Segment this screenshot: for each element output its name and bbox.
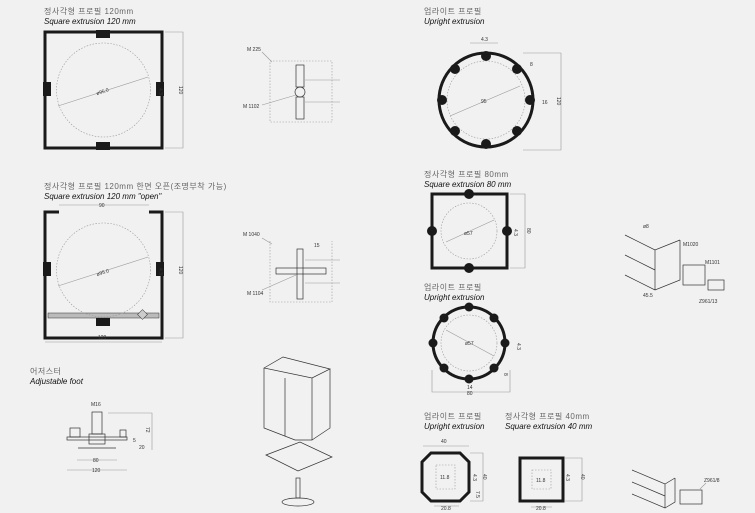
dim-slot: 4.3 (157, 268, 163, 275)
dim-8: 8 (530, 62, 533, 68)
title-ko: 정사각형 프로필 120mm (44, 7, 134, 16)
title-en: Square extrusion 120 mm (44, 17, 136, 26)
title-upright-40: 업라이트 프로필 Upright extrusion (424, 412, 484, 432)
title-ko: 업라이트 프로필 (424, 283, 482, 292)
dim-slot: 4.3 (157, 88, 163, 95)
dim-diameter: ø95.0 (96, 87, 110, 97)
dim-5: 5 (133, 438, 136, 444)
upright-80-drawing: ø57 4.3 8 14 80 (428, 302, 521, 397)
dim-bottom: 20.8 (441, 506, 451, 512)
dim-16: 16 (542, 100, 548, 106)
dim-size: 120 (177, 86, 183, 95)
title-upright-80: 업라이트 프로필 Upright extrusion (424, 283, 484, 303)
title-ko: 어저스터 (30, 367, 62, 376)
dim-width: 120 (98, 335, 107, 341)
dim-width: 40 (441, 439, 447, 445)
label-45-5: 45.5 (643, 293, 653, 299)
dim-height: 40 (579, 474, 585, 480)
dim-slot: 4.3 (512, 229, 518, 236)
dim-slot: 4.3 (564, 474, 570, 481)
upright-120-drawing: 95 4.3 8 16 120 (437, 37, 562, 151)
dim-14: 14 (467, 385, 473, 391)
square-120-drawing: ø95.0 4.3 120 (43, 30, 184, 150)
label-m1101: M1101 (705, 260, 720, 266)
isometric-assembly: ø8 M1020 M1101 45.5 Z961/13 (624, 224, 725, 305)
dim-slot: 4.3 (481, 37, 488, 43)
dim-size: 120 (555, 97, 561, 106)
title-en: Adjustable foot (30, 377, 83, 386)
dim-bottom: 20.8 (536, 506, 546, 512)
dim-slot: 4.3 (515, 343, 521, 350)
dim-inner: 11.8 (440, 475, 450, 481)
m1040-section: M 1040 M 1104 15 (243, 232, 340, 303)
dim-7-5: 7.5 (474, 491, 480, 498)
title-en: Square extrusion 40 mm (505, 422, 593, 431)
isometric-foot-assembly (263, 356, 333, 507)
title-ko: 업라이트 프로필 (424, 7, 482, 16)
dim-size: 80 (467, 391, 473, 397)
title-en: Upright extrusion (424, 293, 485, 302)
dim-height: 40 (481, 474, 487, 480)
square-40-drawing: 11.8 4.3 40 20.8 (518, 456, 585, 512)
dim-diameter: ø57 (464, 231, 473, 237)
label-m1040: M 1040 (243, 232, 260, 238)
title-square-120-open: 정사각형 프로필 120mm 한면 오픈(조명부착 가능) Square ext… (44, 182, 227, 202)
dim-72: 72 (144, 427, 150, 433)
dim-120: 120 (92, 468, 101, 474)
dim-diameter: ø95.0 (96, 268, 110, 278)
title-ko: 정사각형 프로필 120mm 한면 오픈(조명부착 가능) (44, 182, 227, 191)
dim-inner: 11.8 (536, 478, 546, 484)
label-z961-8: Z961/8 (704, 478, 720, 484)
label-d8: ø8 (643, 224, 649, 230)
title-en: Upright extrusion (424, 422, 485, 431)
label-m225: M 225 (247, 47, 261, 53)
label-m16: M16 (91, 402, 101, 408)
title-en: Square extrusion 80 mm (424, 180, 512, 189)
dim-size: 120 (177, 266, 183, 275)
title-upright-120: 업라이트 프로필 Upright extrusion (424, 7, 484, 27)
title-adjustable-foot: 어저스터 Adjustable foot (30, 367, 83, 387)
m225-section: M 225 M 1102 (243, 47, 340, 123)
isometric-40-assembly: Z961/8 (631, 469, 720, 509)
square-80-drawing: ø57 4.3 80 (427, 189, 531, 273)
title-ko: 정사각형 프로필 40mm (505, 412, 590, 421)
title-square-80: 정사각형 프로필 80mm Square extrusion 80 mm (424, 170, 511, 190)
label-m1104: M 1104 (247, 291, 264, 297)
dim-diameter: ø57 (465, 341, 474, 347)
title-en: Square extrusion 120 mm "open" (44, 192, 162, 201)
label-m1020: M1020 (683, 242, 699, 248)
dim-8: 8 (502, 373, 508, 376)
title-square-120: 정사각형 프로필 120mm Square extrusion 120 mm (44, 7, 136, 27)
label-z961-13: Z961/13 (699, 299, 718, 305)
dim-size: 80 (525, 228, 531, 234)
adjustable-foot-drawing: M16 72 5 20 80 120 (66, 402, 153, 474)
upright-40-drawing: 40 11.8 4.3 40 7.5 20.8 (420, 439, 487, 512)
dim-slot: 4.3 (471, 474, 477, 481)
dim-15: 15 (314, 243, 320, 249)
dim-80: 80 (93, 458, 99, 464)
title-en: Upright extrusion (424, 17, 485, 26)
title-ko: 업라이트 프로필 (424, 412, 482, 421)
title-square-40: 정사각형 프로필 40mm Square extrusion 40 mm (505, 412, 592, 432)
title-ko: 정사각형 프로필 80mm (424, 170, 509, 179)
label-m1102: M 1102 (243, 104, 260, 110)
dim-20: 20 (139, 445, 145, 451)
dim-opening: 90 (99, 203, 105, 209)
square-120-open-drawing: ø95.0 90 4.3 120 120 (43, 203, 184, 343)
dim-diameter: 95 (481, 99, 487, 105)
